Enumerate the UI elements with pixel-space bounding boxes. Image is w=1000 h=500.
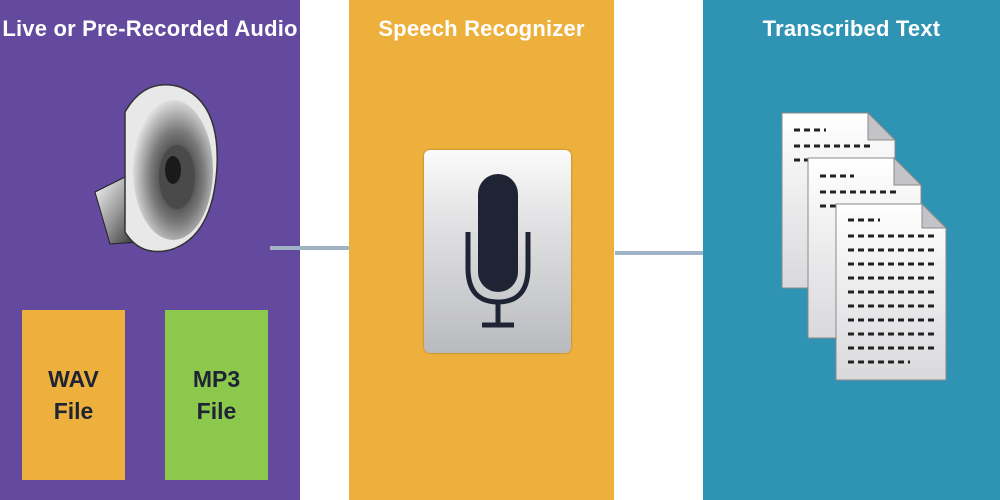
wav-file-label: File [53, 398, 94, 424]
mp3-file-box: MP3 File [165, 310, 268, 480]
microphone-tile [424, 150, 571, 353]
recognizer-panel-title: Speech Recognizer [378, 16, 585, 41]
audio-source-panel: Live or Pre-Recorded Audio WAV File MP3 … [0, 0, 300, 500]
audio-panel-title: Live or Pre-Recorded Audio [2, 16, 298, 41]
speaker-icon [94, 84, 218, 253]
text-panel-title: Transcribed Text [762, 16, 941, 41]
documents-icon [781, 111, 948, 381]
wav-label: WAV [48, 365, 99, 392]
mp3-label: MP3 [192, 365, 241, 392]
wav-file-box: WAV File [22, 310, 125, 480]
microphone-icon [465, 174, 531, 328]
mp3-file-label: File [196, 398, 237, 424]
document-page-3 [835, 202, 948, 381]
